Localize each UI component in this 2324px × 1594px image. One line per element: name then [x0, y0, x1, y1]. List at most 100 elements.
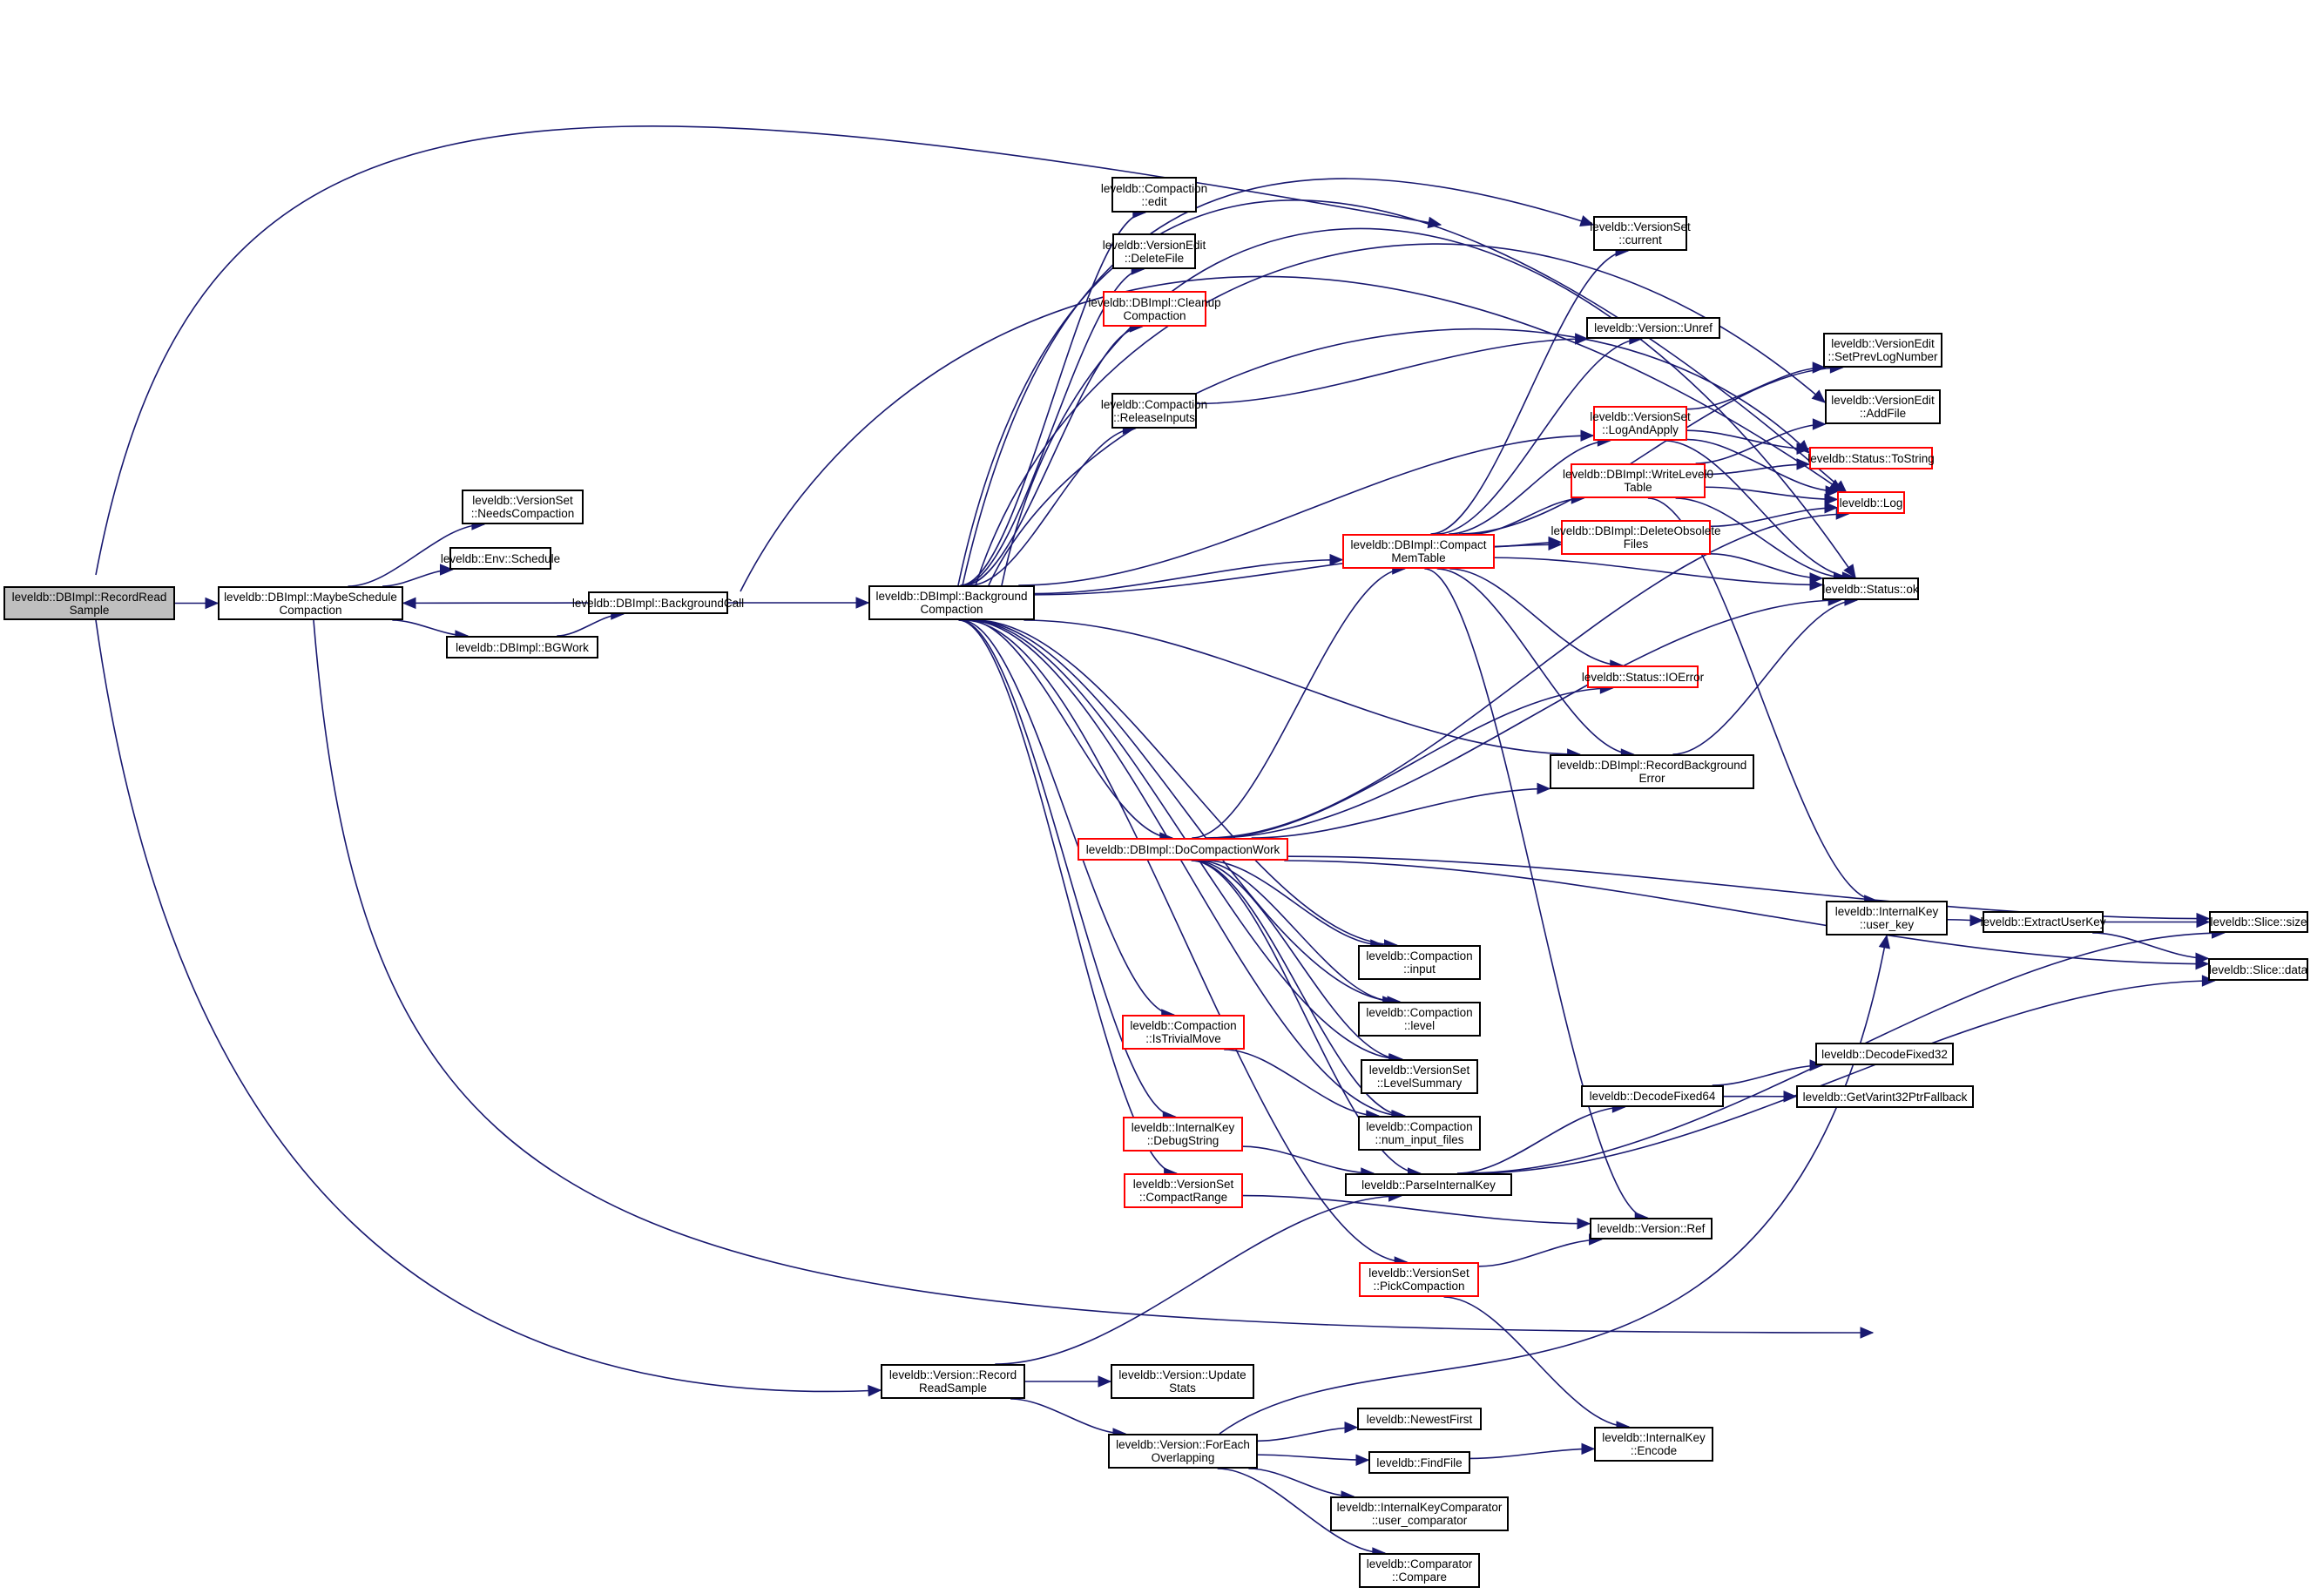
graph-node-deleteObs[interactable]: leveldb::DBImpl::DeleteObsolete Files	[1550, 520, 1721, 555]
edge-maybeSched-to-needsComp	[348, 523, 484, 587]
graph-node-compactMem[interactable]: leveldb::DBImpl::Compact MemTable	[1342, 534, 1495, 569]
edge-writeL0-to-log	[1705, 486, 1838, 501]
edge-root-to-vRecordRead	[95, 619, 882, 1393]
graph-node-label: leveldb::DBImpl::BackgroundCall	[571, 596, 745, 610]
graph-node-label: leveldb::Version::Ref	[1597, 1222, 1706, 1235]
graph-node-ikEncode[interactable]: leveldb::InternalKey ::Encode	[1594, 1427, 1713, 1462]
edge-logAndApply-to-setPrevLog	[1686, 367, 1826, 410]
edge-doCompWork-to-statusOk	[1213, 599, 1841, 839]
graph-node-bgComp[interactable]: leveldb::DBImpl::Background Compaction	[868, 585, 1035, 620]
edge-compactMem-to-statusOk	[1494, 557, 1823, 586]
graph-node-cleanupComp[interactable]: leveldb::DBImpl::Cleanup Compaction	[1088, 291, 1221, 327]
edge-bgComp-to-toString	[988, 328, 1810, 586]
graph-node-pickComp[interactable]: leveldb::VersionSet ::PickCompaction	[1359, 1262, 1479, 1297]
graph-node-label: leveldb::DBImpl::Compact MemTable	[1350, 538, 1487, 564]
graph-node-deleteFile[interactable]: leveldb::VersionEdit ::DeleteFile	[1103, 233, 1206, 269]
graph-node-getVarint[interactable]: leveldb::GetVarint32PtrFallback	[1796, 1085, 1974, 1108]
graph-node-bgWork[interactable]: leveldb::DBImpl::BGWork	[446, 636, 598, 659]
edge-logAndApply-to-log-arrowhead	[1825, 485, 1840, 497]
edge-maybeSched-to-statusOk	[313, 619, 1874, 1334]
graph-node-label: leveldb::VersionSet ::current	[1590, 220, 1691, 247]
graph-node-needsComp[interactable]: leveldb::VersionSet ::NeedsCompaction	[462, 490, 584, 524]
graph-node-decode32[interactable]: leveldb::DecodeFixed32	[1815, 1043, 1954, 1065]
graph-node-maybeSched[interactable]: leveldb::DBImpl::MaybeSchedule Compactio…	[218, 586, 403, 620]
graph-node-updateStats[interactable]: leveldb::Version::Update Stats	[1111, 1364, 1254, 1399]
graph-node-label: leveldb::GetVarint32PtrFallback	[1802, 1090, 1968, 1104]
graph-node-vsCurrent[interactable]: leveldb::VersionSet ::current	[1590, 216, 1691, 251]
graph-node-logAndApply[interactable]: leveldb::VersionSet ::LogAndApply	[1590, 406, 1691, 441]
graph-node-label: leveldb::DBImpl::Background Compaction	[875, 590, 1028, 616]
graph-node-label: leveldb::Status::IOError	[1581, 670, 1705, 684]
graph-node-compare[interactable]: leveldb::Comparator ::Compare	[1359, 1553, 1480, 1588]
graph-node-log[interactable]: leveldb::Log	[1837, 491, 1905, 514]
edge-forEachOverlap-to-userKey	[1219, 935, 1888, 1435]
graph-node-findFile[interactable]: leveldb::FindFile	[1368, 1451, 1470, 1474]
graph-node-sliceSize[interactable]: leveldb::Slice::size	[2209, 911, 2308, 933]
graph-node-label: leveldb::DBImpl::DeleteObsolete Files	[1550, 524, 1721, 550]
graph-node-vRecordRead[interactable]: leveldb::Version::Record ReadSample	[881, 1364, 1025, 1399]
edge-doCompWork-to-ioError	[1213, 687, 1613, 839]
edge-bgComp-to-compInput	[974, 619, 1397, 946]
graph-node-forEachOverlap[interactable]: leveldb::Version::ForEach Overlapping	[1108, 1434, 1258, 1469]
graph-node-label: leveldb::Log	[1839, 496, 1903, 510]
edge-bgComp-to-addFile	[975, 243, 1826, 586]
graph-node-decode64[interactable]: leveldb::DecodeFixed64	[1581, 1085, 1724, 1107]
graph-node-levelSummary[interactable]: leveldb::VersionSet ::LevelSummary	[1361, 1059, 1478, 1094]
graph-node-compEdit[interactable]: leveldb::Compaction ::edit	[1101, 177, 1207, 213]
graph-node-debugString[interactable]: leveldb::InternalKey ::DebugString	[1123, 1117, 1243, 1152]
graph-node-parseIK[interactable]: leveldb::ParseInternalKey	[1345, 1173, 1512, 1196]
edge-bgComp-to-cleanupComp	[963, 326, 1143, 586]
graph-node-numInputFiles[interactable]: leveldb::Compaction ::num_input_files	[1358, 1116, 1481, 1151]
graph-node-ioError[interactable]: leveldb::Status::IOError	[1582, 665, 1704, 688]
edge-logAndApply-to-setPrevLog-arrowhead	[1812, 361, 1827, 374]
edge-deleteObs-to-statusOk-arrowhead	[1809, 572, 1824, 584]
graph-node-releaseInputs[interactable]: leveldb::Compaction ::ReleaseInputs	[1101, 393, 1207, 429]
edge-bgComp-to-addFile-arrowhead	[1811, 389, 1826, 403]
graph-node-sliceData[interactable]: leveldb::Slice::data	[2208, 958, 2308, 981]
edge-compactMem-to-vsCurrent	[1430, 250, 1629, 535]
graph-node-compInput[interactable]: leveldb::Compaction ::input	[1358, 945, 1481, 980]
edge-doCompWork-to-levelSummary	[1194, 860, 1402, 1060]
graph-node-envSched[interactable]: leveldb::Env::Schedule	[441, 547, 560, 570]
graph-node-label: leveldb::DBImpl::RecordRead Sample	[11, 590, 167, 617]
graph-node-bgCall[interactable]: leveldb::DBImpl::BackgroundCall	[572, 591, 744, 614]
graph-node-userKey[interactable]: leveldb::InternalKey ::user_key	[1826, 901, 1948, 935]
edge-forEachOverlap-to-userKey-arrowhead	[1878, 934, 1891, 949]
edge-compactMem-to-unref	[1436, 338, 1642, 535]
edge-decode64-to-getVarint-arrowhead	[1783, 1091, 1798, 1103]
graph-node-toString[interactable]: leveldb::Status::ToString	[1807, 447, 1935, 469]
graph-node-root: leveldb::DBImpl::RecordRead Sample	[3, 586, 175, 620]
graph-node-compLevel[interactable]: leveldb::Compaction ::level	[1358, 1002, 1481, 1037]
graph-node-trivialMove[interactable]: leveldb::Compaction ::IsTrivialMove	[1122, 1015, 1245, 1050]
graph-node-compactRange[interactable]: leveldb::VersionSet ::CompactRange	[1124, 1173, 1243, 1208]
graph-node-label: leveldb::DecodeFixed32	[1821, 1047, 1948, 1061]
graph-node-statusOk[interactable]: leveldb::Status::ok	[1822, 577, 1919, 600]
edge-forEachOverlap-to-compare	[1217, 1468, 1385, 1554]
graph-node-label: leveldb::DBImpl::BGWork	[456, 640, 589, 654]
edge-compactMem-to-deleteObs-arrowhead	[1548, 536, 1563, 549]
edge-doCompWork-to-compInput	[1206, 860, 1383, 946]
edge-maybeSched-to-statusOk-arrowhead	[1860, 1327, 1875, 1339]
graph-node-unref[interactable]: leveldb::Version::Unref	[1586, 317, 1720, 339]
graph-node-newestFirst[interactable]: leveldb::NewestFirst	[1357, 1408, 1482, 1430]
edge-compactMem-to-setPrevLog	[1458, 367, 1843, 535]
edge-bgComp-to-log-arrowhead	[1833, 480, 1848, 494]
graph-node-setPrevLog[interactable]: leveldb::VersionEdit ::SetPrevLogNumber	[1823, 333, 1942, 368]
graph-node-doCompWork[interactable]: leveldb::DBImpl::DoCompactionWork	[1078, 838, 1288, 861]
graph-node-label: leveldb::VersionEdit ::SetPrevLogNumber	[1827, 337, 1938, 363]
graph-node-label: leveldb::Compaction ::edit	[1100, 181, 1208, 208]
graph-node-recBgErr[interactable]: leveldb::DBImpl::RecordBackground Error	[1550, 754, 1754, 789]
graph-node-userComparator[interactable]: leveldb::InternalKeyComparator ::user_co…	[1330, 1496, 1509, 1531]
graph-node-label: leveldb::Compaction ::level	[1366, 1006, 1473, 1032]
edge-bgComp-to-compactMem-arrowhead	[1329, 553, 1344, 566]
graph-node-label: leveldb::VersionEdit ::DeleteFile	[1102, 238, 1206, 265]
graph-node-label: leveldb::VersionSet ::CompactRange	[1132, 1178, 1234, 1204]
graph-node-label: leveldb::InternalKey ::Encode	[1602, 1431, 1706, 1457]
graph-node-addFile[interactable]: leveldb::VersionEdit ::AddFile	[1825, 389, 1941, 424]
edge-compactMem-to-logAndApply	[1449, 440, 1611, 535]
edge-findFile-to-ikEncode	[1469, 1448, 1595, 1460]
graph-node-extractUserKey[interactable]: leveldb::ExtractUserKey	[1980, 911, 2106, 933]
graph-node-writeL0[interactable]: leveldb::DBImpl::WriteLevel0 Table	[1563, 463, 1713, 498]
graph-node-versionRef[interactable]: leveldb::Version::Ref	[1590, 1218, 1713, 1239]
